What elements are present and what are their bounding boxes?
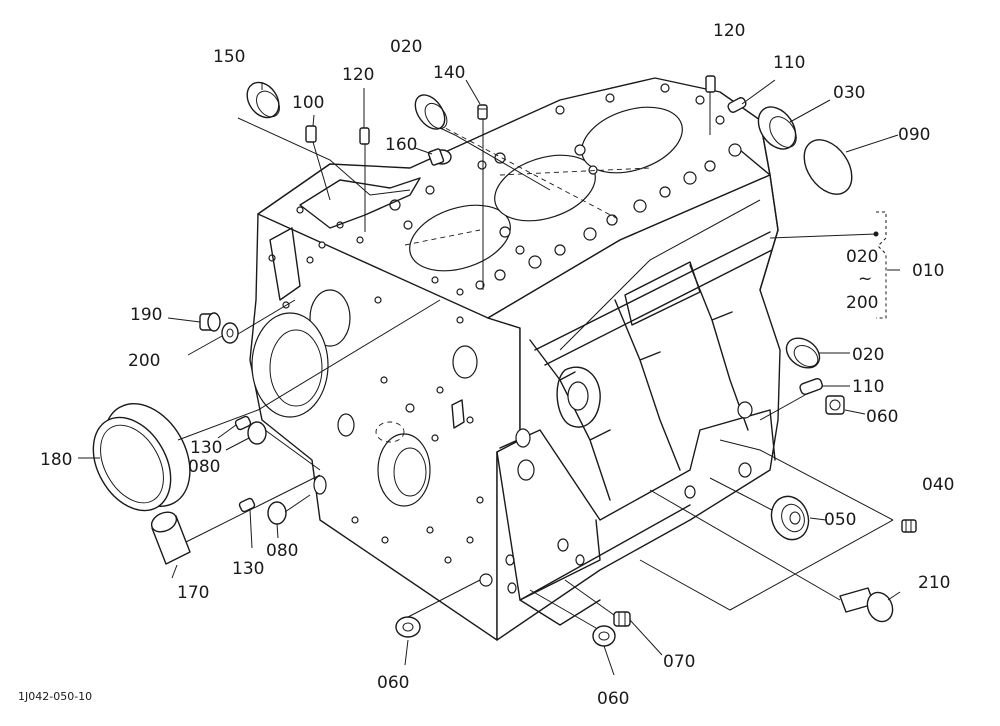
parts [92,75,917,647]
callout-170: 170 [177,583,209,603]
part-070-plug [613,611,631,627]
callout-040: 040 [922,475,954,495]
part-060-plug-right [825,395,845,415]
part-110-dowel-top [727,97,747,113]
side-gallery [534,231,773,366]
callout-020: 020 [390,37,422,57]
deck-holes [296,83,742,296]
group-tilde: ~ [858,269,872,289]
group-range-start: 020 [846,247,878,267]
part-040-plug [901,519,917,533]
part-100-pin [305,125,317,143]
front-face-slot [451,399,465,429]
callout-050: 050 [824,510,856,530]
callout-200: 200 [128,351,160,371]
callout-020: 020 [852,345,884,365]
callout-120: 120 [342,65,374,85]
part-150-plug [246,81,280,119]
part-050-pulley [770,495,810,541]
deck-left-pad [299,177,421,229]
assembly-group-bracket: 020 ~ 200 010 [846,247,944,313]
oil-pan-flange [499,409,776,601]
callout-180: 180 [40,450,72,470]
group-assembly: 010 [912,261,944,281]
callout-060: 060 [866,407,898,427]
part-080-plug-lower [267,501,287,525]
part-060-plug-lower-left [395,616,421,638]
side-rib-2 [614,299,681,471]
callout-080: 080 [266,541,298,561]
callout-210: 210 [918,573,950,593]
callout-100: 100 [292,93,324,113]
front-hole-c [313,475,327,495]
callout-130: 130 [232,559,264,579]
front-crank-bore [251,312,329,418]
callout-090: 090 [898,125,930,145]
callout-160: 160 [385,135,417,155]
figure-code: 1J042-050-10 [18,690,92,703]
hidden-line-deck [404,119,651,246]
part-110-dowel-right [799,377,823,395]
leader-lines [78,79,901,676]
front-face-small-holes [268,241,493,587]
part-020-plug-right [785,337,821,369]
oil-filter-boss [556,366,601,428]
part-060-plug-lower-right [592,625,616,647]
part-090-cover [803,139,853,195]
cylinder-block [249,77,781,641]
right-end-flange [739,119,779,291]
part-030-plug [757,106,797,150]
part-020-plug-top [414,94,448,130]
cylinder-bore-1 [409,204,511,272]
callout-060: 060 [377,673,409,693]
part-080-plug-upper [247,421,267,445]
front-face-recess [269,227,301,301]
part-120-pin-left [359,127,370,145]
callout-120: 120 [713,21,745,41]
callout-080: 080 [188,457,220,477]
part-170-bushing [150,511,191,565]
front-hole-a [452,345,478,379]
part-180-bushing [92,403,191,512]
callout-150: 150 [213,47,245,67]
group-range-end: 200 [846,293,878,313]
callout-110: 110 [773,53,805,73]
callout-labels: 150 020 120 100 140 160 120 110 030 090 … [40,21,954,709]
bottom-frame [496,451,601,626]
callout-070: 070 [663,652,695,672]
cylinder-bore-3 [581,106,683,174]
callout-130: 130 [190,438,222,458]
callout-110: 110 [852,377,884,397]
part-200-washer [221,322,239,344]
hidden-ring [375,421,405,443]
callout-190: 190 [130,305,162,325]
callout-140: 140 [433,63,465,83]
part-140-pin [477,104,488,120]
part-210-bolt [839,587,894,623]
part-120-pin-right [705,75,716,93]
part-130-pin-lower [238,497,256,513]
front-idler-bore [377,433,431,507]
front-hole-b [337,413,355,437]
part-190-fitting [199,312,221,332]
callout-030: 030 [833,83,865,103]
part-160-fitting [427,148,452,166]
part-130-pin-upper [234,415,252,431]
callout-060: 060 [597,689,629,709]
